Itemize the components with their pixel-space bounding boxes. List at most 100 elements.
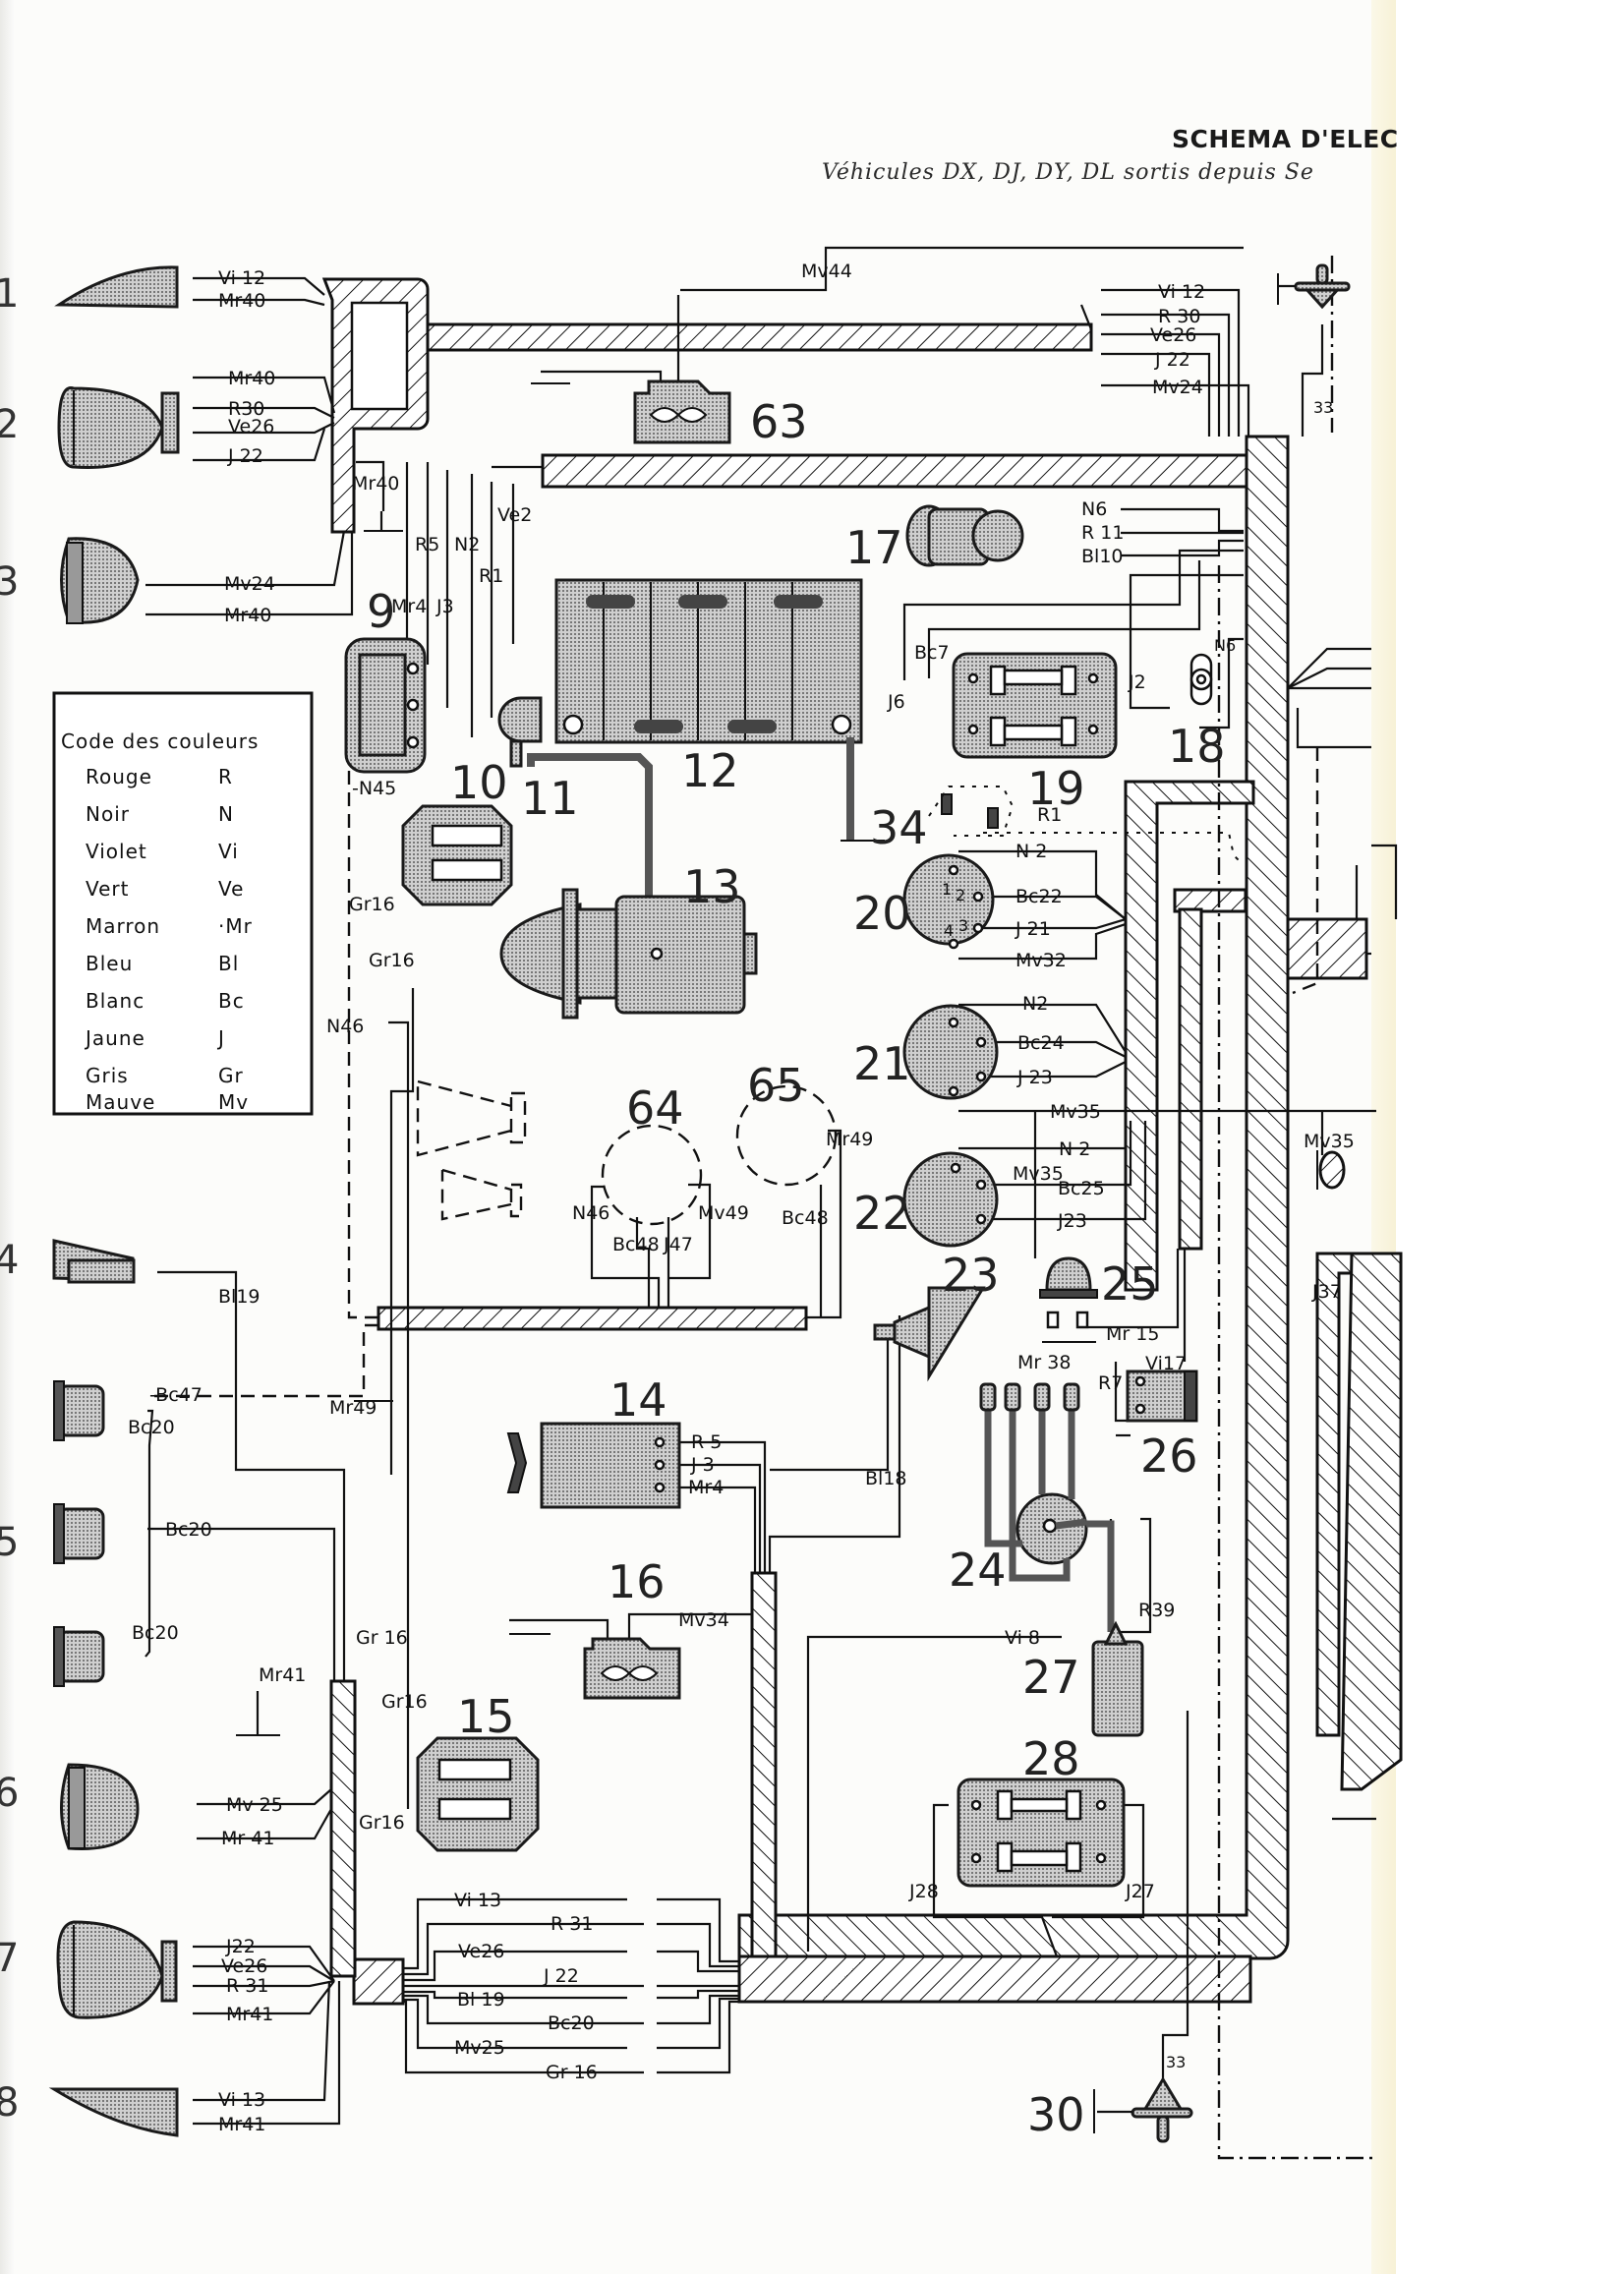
wire-label: J3 xyxy=(435,596,454,617)
component-number: 14 xyxy=(609,1373,667,1427)
boundary-line xyxy=(1217,565,1376,2160)
switch-19 xyxy=(952,652,1118,759)
legend-color-name: Marron xyxy=(86,914,160,938)
legend-color-name: Vert xyxy=(86,877,130,901)
component-number: 13 xyxy=(683,860,741,913)
component-number: 24 xyxy=(949,1544,1007,1597)
component-number: 9 xyxy=(367,585,395,638)
wire-label: Mr4 xyxy=(391,596,427,617)
harness-rear-junction xyxy=(352,1957,405,2006)
optional-component-64 xyxy=(601,1124,703,1226)
wire-label: Mv35 xyxy=(1304,1131,1355,1152)
wire-label: Mv 25 xyxy=(226,1794,283,1816)
wire-label: R7 xyxy=(1098,1372,1123,1394)
component-number: 12 xyxy=(681,744,739,797)
harness-branch-vertical xyxy=(1178,907,1203,1251)
cutout-10 xyxy=(401,804,513,906)
wire-label: J47 xyxy=(663,1234,693,1255)
wire-label: R 11 xyxy=(1081,522,1124,544)
wire-label: Mr 15 xyxy=(1106,1323,1159,1345)
battery-cable xyxy=(527,753,653,968)
legend-box xyxy=(52,691,314,1116)
wire-label: Bc22 xyxy=(1015,886,1063,907)
rear-fog-lamp-6 xyxy=(60,1763,140,1850)
wire-label: Bc25 xyxy=(1058,1178,1105,1199)
wire-label: Gr16 xyxy=(369,950,415,971)
component-number: 20 xyxy=(853,887,911,940)
wire-label: Mv49 xyxy=(698,1202,749,1224)
wire-label: Gr 16 xyxy=(356,1627,408,1649)
harness-center-vertical xyxy=(750,1571,778,1958)
switch-mv35 xyxy=(1316,1150,1346,1190)
pin-label: 2 xyxy=(956,886,965,904)
wire-labels: Vi 12 Mr40 Mr40 R30 Ve26 J 22 Mv24 Mr40 … xyxy=(128,261,1355,2135)
wire-label: J37 xyxy=(1311,1281,1342,1303)
wire-label: Mv32 xyxy=(1015,950,1067,971)
rear-side-lamp-8 xyxy=(48,2087,179,2137)
margin-number: 1 xyxy=(0,271,19,317)
door-switch-top xyxy=(1277,263,1351,310)
wire-label: J 22 xyxy=(227,445,263,467)
dashed-wire-right xyxy=(1292,747,1319,995)
distributor-24 xyxy=(979,1382,1115,1632)
margin-number: 2 xyxy=(0,402,19,447)
switch-28 xyxy=(957,1778,1126,1888)
wire-label: Ve26 xyxy=(221,1955,267,1977)
component-number: 28 xyxy=(1022,1732,1080,1785)
component-number: 30 xyxy=(1027,2088,1085,2141)
legend-color-name: Noir xyxy=(86,802,130,826)
legend-color-name: Rouge xyxy=(86,765,152,788)
legend-color-name: Blanc xyxy=(86,989,145,1013)
harness-right-edge xyxy=(1340,1252,1403,1791)
wire-label: Mr40 xyxy=(224,605,271,626)
pin-label: 1 xyxy=(942,880,952,899)
wire-label: J28 xyxy=(908,1881,939,1902)
rear-headlamp-7 xyxy=(56,1920,178,2019)
harness-right-trunk xyxy=(737,435,1290,1960)
optional-component-65 xyxy=(735,1084,838,1187)
cutout-15 xyxy=(416,1736,540,1852)
legend-color-code: Gr xyxy=(218,1064,244,1087)
wire-label: Bc20 xyxy=(548,2012,595,2034)
warning-lamp-25 xyxy=(1039,1256,1098,1329)
wire-label: Vi 12 xyxy=(1158,281,1205,303)
horn-4 xyxy=(52,1239,136,1284)
wire-label: Ve26 xyxy=(1150,324,1196,346)
component-number: 65 xyxy=(747,1059,805,1112)
component-number: 17 xyxy=(845,521,903,574)
scanned-page xyxy=(0,0,1396,2274)
component-numbers: 9 10 11 12 13 14 15 16 17 18 19 20 21 22… xyxy=(367,395,1226,2141)
wire-label: J 23 xyxy=(1016,1067,1053,1088)
legend-color-code: J xyxy=(216,1026,225,1050)
heater-fan-63 xyxy=(633,379,731,444)
page-right-edge xyxy=(1371,0,1396,2274)
wire-label: Mv24 xyxy=(1152,377,1203,398)
wire-label: Bc20 xyxy=(165,1519,212,1541)
component-number: 27 xyxy=(1022,1651,1080,1704)
component-number: 25 xyxy=(1101,1257,1159,1311)
wire-label: Mr40 xyxy=(228,368,275,389)
starter-13 xyxy=(499,888,758,1020)
wire-label: Gr16 xyxy=(349,894,395,915)
harness-rear-left xyxy=(329,1679,357,1978)
battery-12 xyxy=(554,578,863,744)
wire-label: Mr 41 xyxy=(221,1828,274,1849)
pin-label: 3 xyxy=(958,916,968,935)
wire-label: J6 xyxy=(887,691,905,713)
component-number: 34 xyxy=(870,801,928,854)
wire-label: Mv34 xyxy=(678,1609,729,1631)
component-number: 18 xyxy=(1168,720,1226,773)
wire-label: J27 xyxy=(1125,1881,1155,1902)
ground-symbols xyxy=(236,382,1096,1736)
wire-label: 33 xyxy=(1313,398,1333,417)
wire-label: Bc48 xyxy=(612,1234,660,1255)
rear-lamp-upper xyxy=(53,1380,105,1441)
diagram-title: SCHEMA D'ELEC xyxy=(1172,125,1399,153)
margin-number: 8 xyxy=(0,2080,19,2126)
wire-label: Mr 38 xyxy=(1017,1352,1071,1373)
front-fog-lamp xyxy=(60,537,140,624)
wire-label: Vi 13 xyxy=(454,1890,501,1911)
component-number: 21 xyxy=(853,1037,911,1090)
margin-number: 7 xyxy=(0,1936,19,1981)
wire-label: Mr4 xyxy=(688,1477,724,1498)
